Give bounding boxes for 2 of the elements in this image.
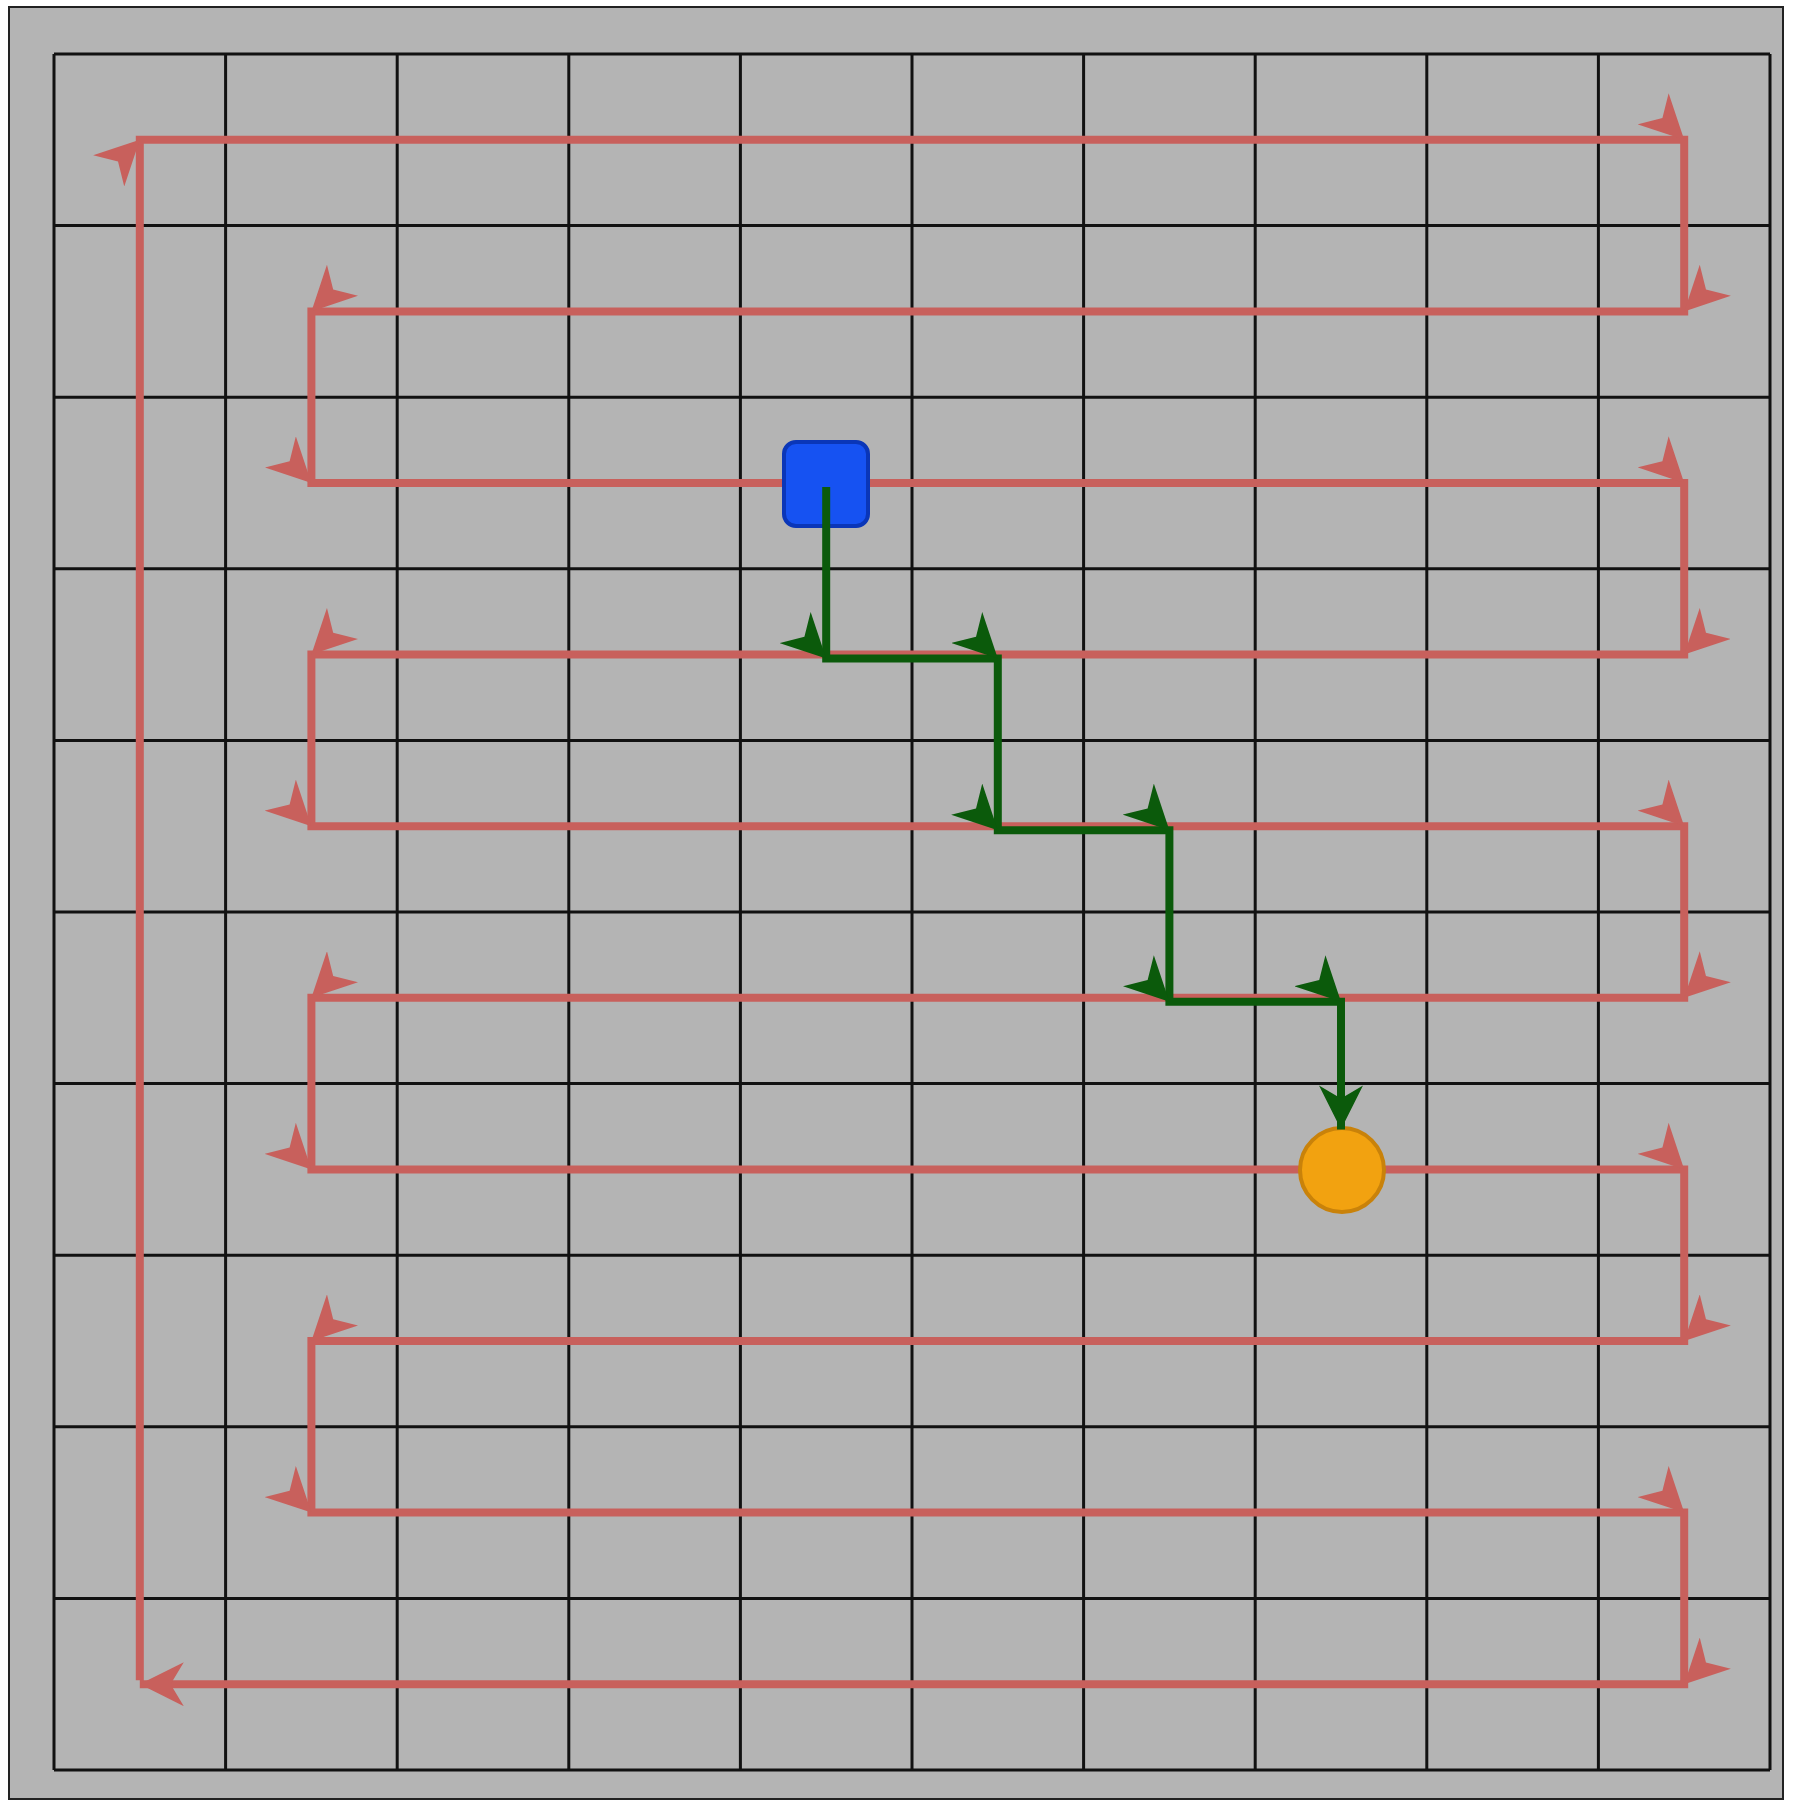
path-arrow <box>780 487 1363 1130</box>
start-square <box>782 439 871 527</box>
